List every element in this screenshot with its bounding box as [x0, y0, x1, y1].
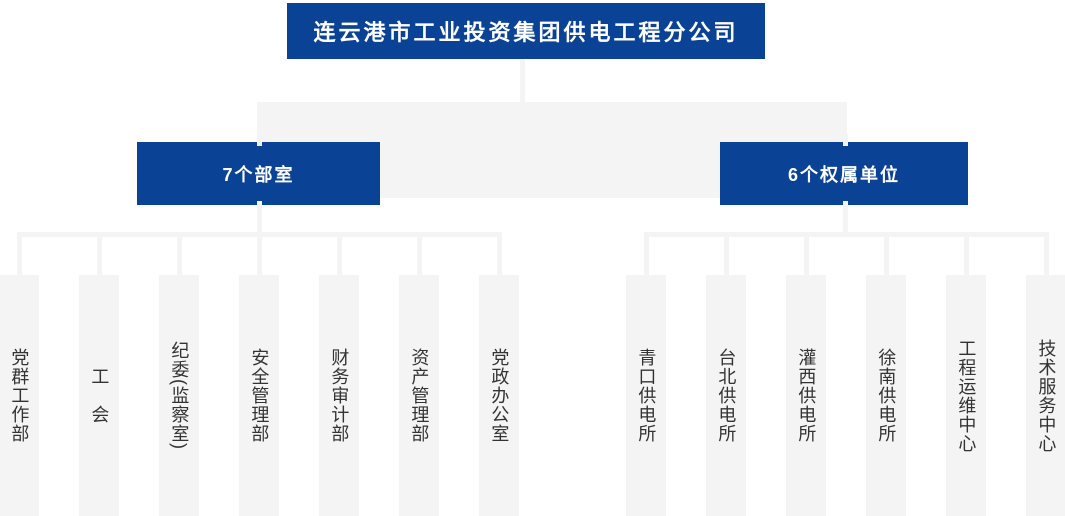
org-leaf-column: 青口供电所 — [626, 275, 666, 516]
connector-right-branch-stem — [843, 201, 848, 237]
connector-drop — [497, 237, 502, 275]
org-leaf-label: 徐南供电所 — [876, 348, 897, 443]
connector-drop — [884, 237, 889, 275]
org-leaf-label: 灌西供电所 — [796, 348, 817, 443]
connector-drop — [17, 237, 22, 275]
org-leaf-label: 资产管理部 — [409, 348, 430, 443]
org-node-departments: 7个部室 — [137, 142, 380, 205]
org-leaf-label: 台北供电所 — [716, 348, 737, 443]
connector-drop — [1044, 237, 1049, 275]
connector-drop — [804, 237, 809, 275]
org-leaf-column: 资产管理部 — [399, 275, 439, 516]
org-leaf-label: 安全管理部 — [249, 348, 270, 443]
connector-drop — [417, 237, 422, 275]
org-leaf-label: 党政办公室 — [489, 348, 510, 443]
org-leaf-column: 财务审计部 — [319, 275, 359, 516]
connector-drop — [337, 237, 342, 275]
org-node-root: 连云港市工业投资集团供电工程分公司 — [287, 3, 765, 59]
connector-left-branch-stem — [257, 201, 262, 275]
connector-drop — [177, 237, 182, 275]
org-leaf-column: 徐南供电所 — [866, 275, 906, 516]
connector-drop — [724, 237, 729, 275]
org-leaf-label: 纪委(监察室) — [169, 341, 190, 450]
org-leaf-label: 青口供电所 — [636, 348, 657, 443]
org-leaf-column: 党群工作部 — [0, 275, 39, 516]
org-leaf-column: 工 会 — [79, 275, 119, 516]
org-leaf-column: 技术服务中心 — [1026, 275, 1065, 516]
org-leaf-label: 党群工作部 — [9, 348, 30, 443]
org-leaf-label: 工程运维中心 — [956, 338, 977, 453]
connector-root-stem — [520, 59, 525, 102]
org-leaf-column: 党政办公室 — [479, 275, 519, 516]
org-leaf-column: 安全管理部 — [239, 275, 279, 516]
org-node-departments-label: 7个部室 — [222, 164, 295, 185]
org-leaf-column: 灌西供电所 — [786, 275, 826, 516]
connector-drop — [964, 237, 969, 275]
connector-drop — [644, 237, 649, 275]
connector-left-branch-top-notch — [257, 134, 262, 146]
org-leaf-column: 纪委(监察室) — [159, 275, 199, 516]
org-node-subsidiaries: 6个权属单位 — [720, 142, 968, 205]
connector-right-branch-top-notch — [843, 134, 848, 146]
connector-drop — [97, 237, 102, 275]
org-node-subsidiaries-label: 6个权属单位 — [787, 164, 900, 185]
org-leaf-column: 工程运维中心 — [946, 275, 986, 516]
org-leaf-column: 台北供电所 — [706, 275, 746, 516]
org-leaf-label: 财务审计部 — [329, 348, 350, 443]
org-node-root-label: 连云港市工业投资集团供电工程分公司 — [313, 20, 739, 45]
org-leaf-label: 工 会 — [89, 367, 110, 424]
org-leaf-label: 技术服务中心 — [1036, 338, 1057, 453]
